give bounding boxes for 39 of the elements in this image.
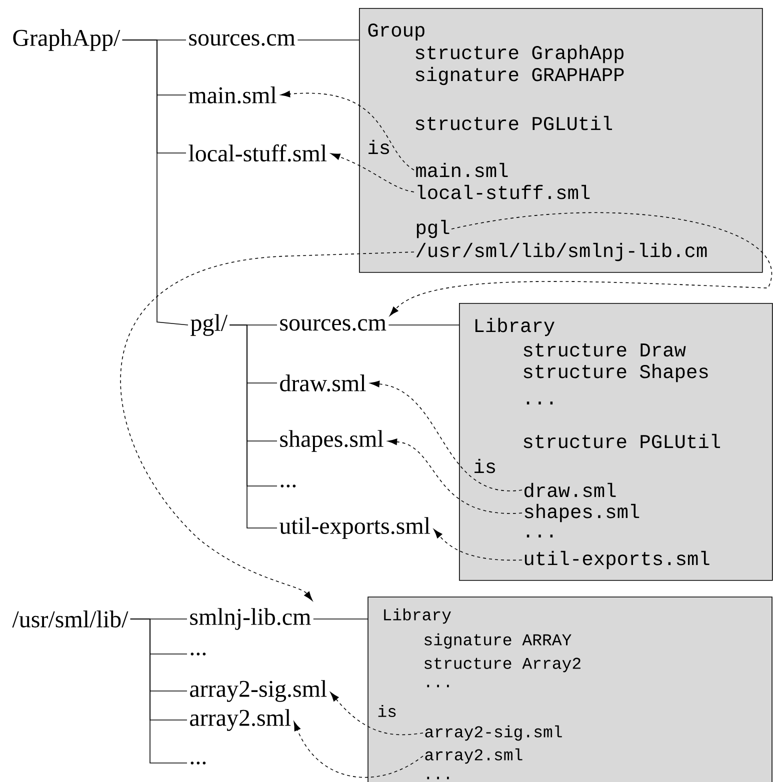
code-line: main.sml: [416, 162, 508, 178]
file-name: ...: [190, 762, 206, 764]
file-name: sources.cm: [280, 319, 386, 331]
code-line: local-stuff.sml: [418, 184, 590, 200]
connector-line: [313, 618, 368, 620]
connector-line: [122, 40, 188, 326]
code-line: array2.sml: [425, 748, 522, 764]
code-line: util-exports.sml: [524, 550, 710, 570]
dashed-arrow: [280, 90, 414, 170]
code-line: shapes.sml: [524, 504, 640, 522]
dashed-arrow: [370, 380, 522, 491]
connector-line: [130, 618, 188, 764]
file-name: draw.sml: [280, 374, 366, 392]
dashed-arrow: [330, 153, 414, 192]
dashed-arrow: [330, 692, 424, 736]
file-name: pgl/: [190, 314, 228, 336]
dashed-arrow: [388, 438, 522, 514]
file-name: ...: [280, 484, 296, 488]
code-line: pgl: [416, 220, 450, 238]
file-name: array2-sig.sml: [190, 680, 327, 702]
file-name: array2.sml: [190, 709, 291, 731]
connector-line: [388, 324, 460, 326]
file-name: ...: [190, 652, 206, 656]
connector-line: [229, 324, 278, 528]
dashed-arrow: [434, 529, 522, 561]
dashed-arrow: [390, 212, 772, 316]
dashed-arrow: [294, 721, 424, 778]
file-name: util-exports.sml: [280, 517, 430, 539]
file-name: local-stuff.sml: [188, 144, 327, 162]
file-name: smlnj-lib.cm: [190, 608, 311, 630]
code-line: /usr/sml/lib/smlnj-lib.cm: [416, 242, 707, 262]
code-line: draw.sml: [524, 482, 616, 498]
file-name: GraphApp/: [13, 29, 120, 51]
file-name: main.sml: [188, 86, 276, 104]
file-name: sources.cm: [189, 34, 296, 46]
dashed-arrow: [120, 252, 414, 601]
file-name: /usr/sml/lib/: [12, 610, 128, 628]
file-name: shapes.sml: [280, 430, 384, 452]
code-line: array2-sig.sml: [425, 725, 562, 741]
